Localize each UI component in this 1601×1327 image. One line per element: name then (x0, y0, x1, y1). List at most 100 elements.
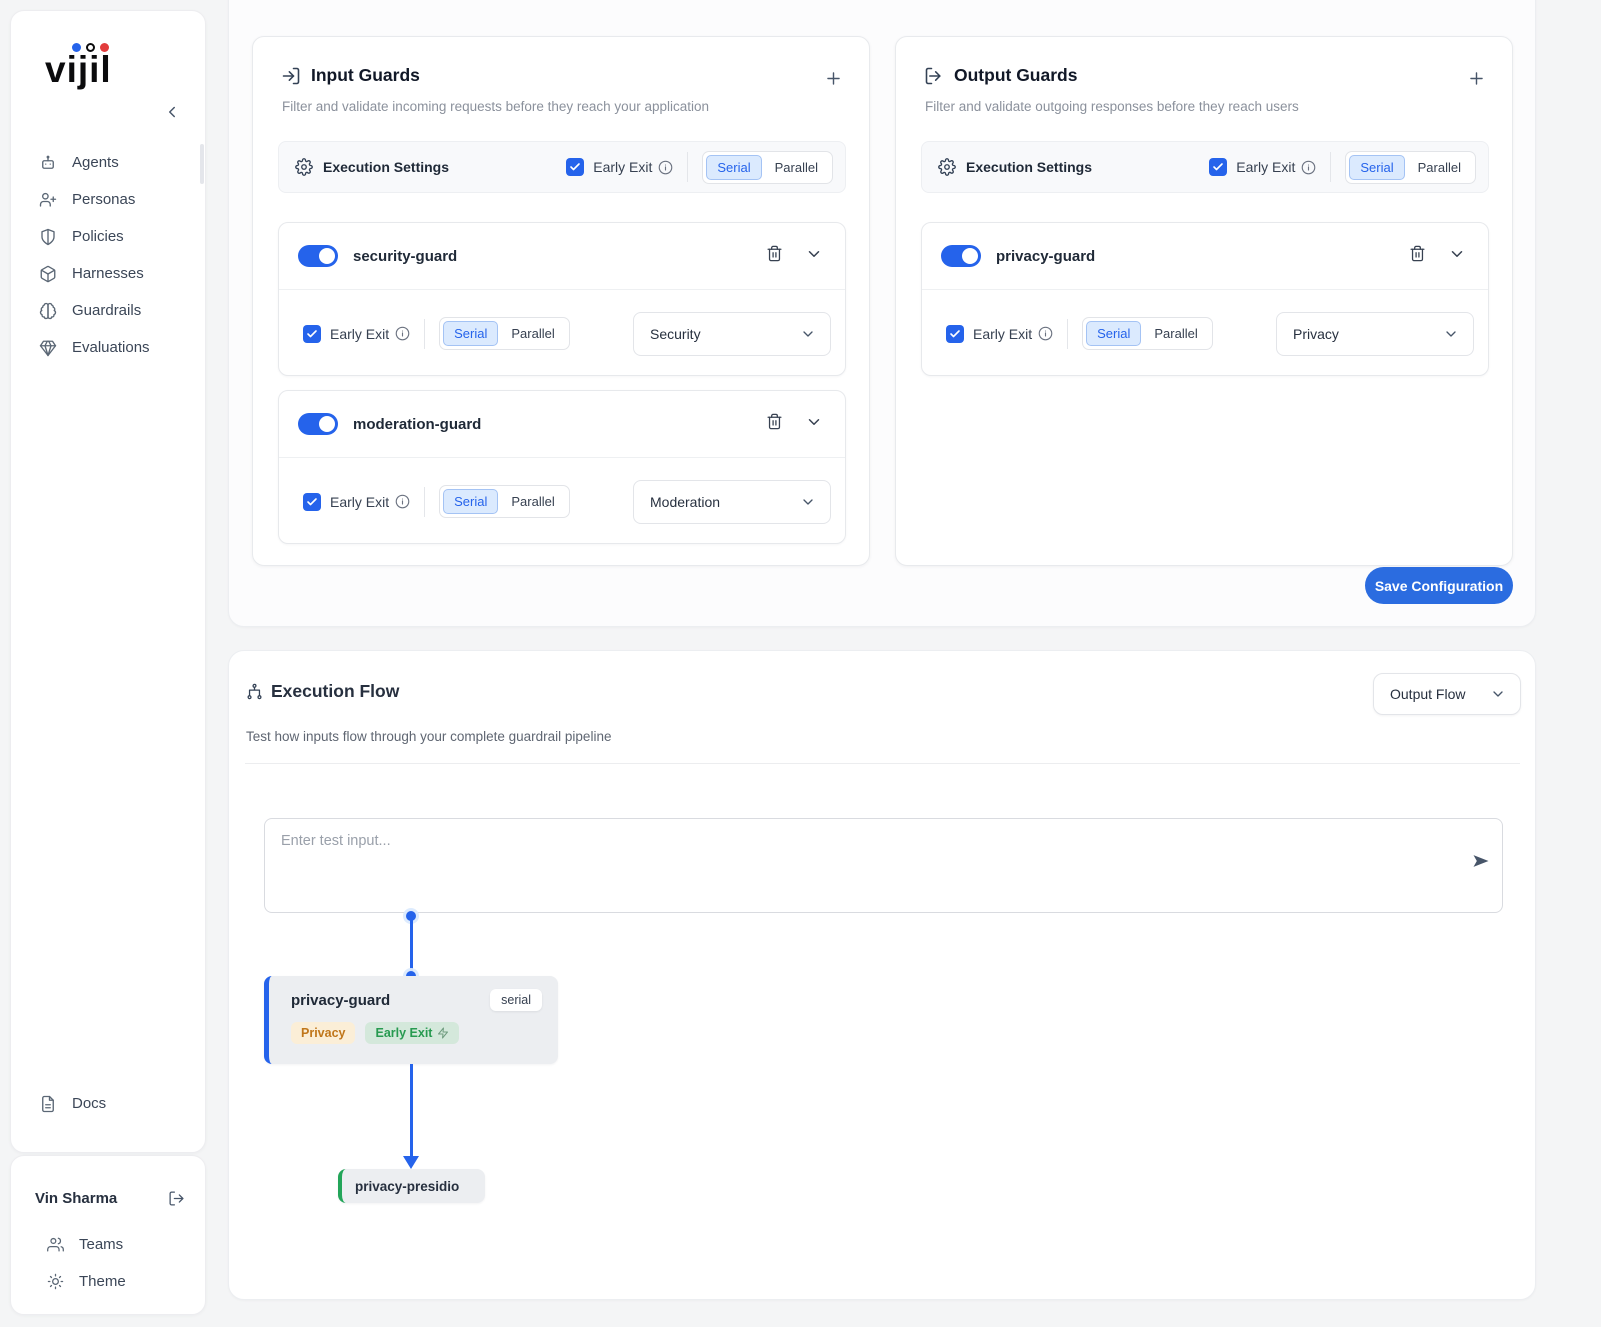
trash-icon (767, 413, 782, 430)
guard-category-select[interactable]: Security (633, 311, 831, 356)
check-icon (307, 329, 317, 337)
chevron-down-icon (1451, 250, 1463, 257)
guard-card-security: security-guard Early Exit Serial Paralle… (278, 222, 846, 376)
sidebar-item-label: Personas (72, 191, 136, 208)
chevron-down-icon (1446, 330, 1456, 337)
check-icon (570, 163, 581, 171)
main-content: Input Guards Filter and validate incomin… (228, 0, 1536, 1327)
footer-nav: Teams Theme (21, 1226, 215, 1300)
plus-icon (827, 72, 840, 85)
flow-node-privacy-presidio[interactable]: privacy-presidio (338, 1169, 485, 1203)
info-icon[interactable] (395, 494, 410, 509)
send-button[interactable] (1471, 851, 1491, 876)
early-exit-checkbox[interactable] (303, 492, 321, 511)
serial-option[interactable]: Serial (443, 321, 499, 346)
sidebar-collapse-button[interactable] (163, 103, 181, 126)
guard-card-moderation: moderation-guard Early Exit Serial Paral… (278, 390, 846, 544)
guard-name: security-guard (353, 247, 458, 265)
sidebar-scrollbar[interactable] (200, 144, 204, 184)
expand-guard-button[interactable] (1448, 245, 1466, 268)
zap-icon (438, 1027, 449, 1039)
guard-mode-toggle: Serial Parallel (439, 317, 570, 350)
serial-option[interactable]: Serial (706, 154, 762, 180)
input-guards-icon (282, 67, 300, 84)
check-icon (1213, 163, 1224, 171)
add-output-guard-button[interactable] (1467, 69, 1486, 93)
sidebar-item-personas[interactable]: Personas (11, 181, 205, 218)
serial-option[interactable]: Serial (1349, 154, 1405, 180)
sidebar-item-evaluations[interactable]: Evaluations (11, 329, 205, 366)
trash-icon (767, 245, 782, 262)
sidebar-item-label: Docs (72, 1095, 107, 1112)
guard-category-select[interactable]: Moderation (633, 479, 831, 524)
test-input-textarea[interactable] (264, 818, 1503, 913)
sidebar-item-label: Agents (72, 154, 119, 171)
info-icon[interactable] (1038, 326, 1053, 341)
selected-category: Security (650, 325, 701, 342)
logout-button[interactable] (168, 1190, 185, 1207)
guard-name: privacy-guard (996, 247, 1096, 265)
sidebar-item-label: Theme (79, 1273, 126, 1290)
early-exit-checkbox[interactable] (566, 158, 585, 176)
expand-guard-button[interactable] (805, 245, 823, 268)
parallel-option[interactable]: Parallel (774, 159, 818, 175)
info-icon[interactable] (395, 326, 410, 341)
flow-node-privacy-guard[interactable]: privacy-guard serial Privacy Early Exit (264, 976, 558, 1064)
sidebar-item-label: Policies (72, 228, 124, 245)
guard-enabled-toggle[interactable] (298, 413, 338, 435)
sidebar-item-teams[interactable]: Teams (21, 1226, 215, 1263)
guardrail-brain-icon (39, 302, 57, 319)
parallel-option[interactable]: Parallel (1154, 326, 1198, 341)
sidebar: vijil Agents Personas Policies Harnesses… (10, 10, 206, 1153)
guard-mode-toggle: Serial Parallel (439, 485, 570, 518)
gear-icon (938, 158, 956, 176)
sidebar-item-guardrails[interactable]: Guardrails (11, 292, 205, 329)
chevron-down-icon (803, 498, 813, 505)
input-guards-panel: Input Guards Filter and validate incomin… (252, 36, 870, 566)
guard-enabled-toggle[interactable] (941, 245, 981, 267)
sidebar-item-label: Evaluations (72, 339, 150, 356)
delete-guard-button[interactable] (1409, 245, 1426, 267)
logo-dots-icon (72, 43, 109, 52)
divider (687, 152, 689, 182)
execution-settings-label: Execution Settings (966, 159, 1093, 175)
execution-flow-subtitle: Test how inputs flow through your comple… (246, 729, 612, 744)
sidebar-item-agents[interactable]: Agents (11, 144, 205, 181)
parallel-option[interactable]: Parallel (511, 494, 555, 509)
chevron-down-icon (808, 250, 820, 257)
sidebar-item-label: Guardrails (72, 302, 142, 319)
flow-direction-select[interactable]: Output Flow (1373, 673, 1521, 715)
add-input-guard-button[interactable] (824, 69, 843, 93)
node-name: privacy-guard (291, 992, 391, 1009)
chevron-left-icon (169, 106, 175, 118)
agent-icon (42, 155, 54, 169)
info-icon[interactable] (658, 160, 673, 175)
sidebar-item-label: Teams (79, 1236, 124, 1253)
parallel-option[interactable]: Parallel (1417, 159, 1461, 175)
info-icon[interactable] (1301, 160, 1316, 175)
logo-text: vijil (45, 49, 112, 90)
delete-guard-button[interactable] (766, 413, 783, 435)
guard-category-select[interactable]: Privacy (1276, 311, 1474, 356)
sidebar-item-harnesses[interactable]: Harnesses (11, 255, 205, 292)
check-icon (307, 497, 317, 505)
parallel-option[interactable]: Parallel (511, 326, 555, 341)
docs-row: Docs (11, 1085, 205, 1122)
guard-enabled-toggle[interactable] (298, 245, 338, 267)
early-exit-checkbox[interactable] (946, 324, 964, 343)
early-exit-checkbox[interactable] (303, 324, 321, 343)
chevron-down-icon (803, 330, 813, 337)
check-icon (950, 329, 960, 337)
output-guards-panel: Output Guards Filter and validate outgoi… (895, 36, 1513, 566)
sidebar-item-docs[interactable]: Docs (11, 1085, 205, 1122)
delete-guard-button[interactable] (766, 245, 783, 267)
flow-connector-line (409, 916, 413, 976)
serial-option[interactable]: Serial (1086, 321, 1142, 346)
serial-option[interactable]: Serial (443, 489, 499, 514)
early-exit-checkbox[interactable] (1209, 158, 1228, 176)
sidebar-item-theme[interactable]: Theme (21, 1263, 215, 1300)
save-configuration-button[interactable]: Save Configuration (1365, 567, 1513, 604)
sidebar-item-policies[interactable]: Policies (11, 218, 205, 255)
node-category-badge: Privacy (291, 1022, 356, 1044)
expand-guard-button[interactable] (805, 413, 823, 436)
